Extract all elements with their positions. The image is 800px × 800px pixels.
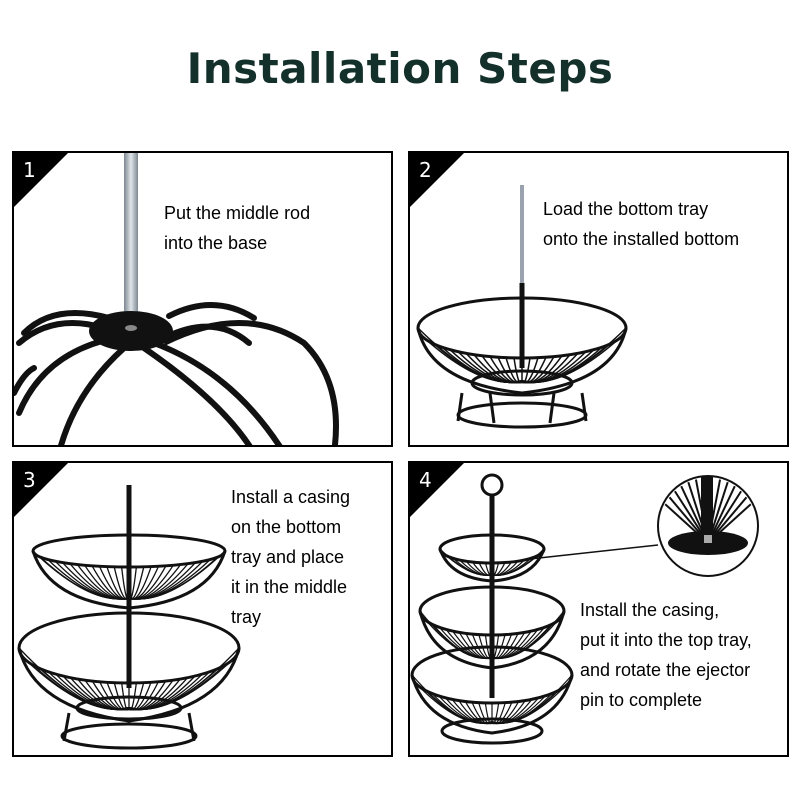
step-text-line: on the bottom <box>231 517 342 537</box>
step-badge <box>14 153 70 209</box>
step-text-line: Put the middle rod <box>164 203 311 223</box>
base-with-rod-illustration <box>14 153 339 445</box>
step-1-panel: 1 Put the middle rod into the base <box>12 151 393 447</box>
step-number: 3 <box>23 468 36 492</box>
step-4-panel: 4 Install the casing, put it into the to… <box>408 461 789 757</box>
step-text: Install the casing, put it into the top … <box>580 595 752 715</box>
step-text-line: Install a casing <box>231 487 351 507</box>
step-text: Install a casing on the bottom tray and … <box>231 482 350 632</box>
step-text-line: it in the middle <box>231 577 348 597</box>
step-number: 1 <box>23 158 36 182</box>
basket-wire <box>491 674 573 724</box>
basket-wire <box>128 556 219 600</box>
step-3-panel: 3 Install a casing on the bottom tray an… <box>12 461 393 757</box>
step-text-line: tray and place <box>231 547 345 567</box>
page-title: Installation Steps <box>186 44 614 93</box>
step-number: 2 <box>419 158 432 182</box>
step-badge <box>14 463 70 519</box>
basket-wire <box>491 548 545 576</box>
step-text-line: and rotate the ejector <box>580 660 751 680</box>
step-2-panel: 2 Load the bottom tray onto the installe… <box>408 151 789 447</box>
three-tier-basket-illustration <box>410 473 759 745</box>
bottom-tray-illustration <box>416 185 628 429</box>
step-badge <box>410 463 466 519</box>
detail-magnifier-illustration <box>657 475 759 577</box>
step-text-line: Install the casing, <box>580 600 720 620</box>
step-text-line: into the base <box>164 233 268 253</box>
step-text-line: Load the bottom tray <box>543 199 709 219</box>
step-badge <box>410 153 466 209</box>
basket-wire <box>39 556 130 600</box>
basket-wire <box>128 550 226 600</box>
two-tier-basket-illustration <box>17 485 241 750</box>
step-text: Load the bottom tray onto the installed … <box>543 194 739 254</box>
step-number: 4 <box>419 468 432 492</box>
basket-wire <box>128 647 240 710</box>
basket-wire <box>521 327 627 383</box>
step-text: Put the middle rod into the base <box>164 198 310 258</box>
step-text-line: tray <box>231 607 262 627</box>
step-text-line: put it into the top tray, <box>580 630 752 650</box>
step-text-line: onto the installed bottom <box>543 229 740 249</box>
step-text-line: pin to complete <box>580 690 703 710</box>
